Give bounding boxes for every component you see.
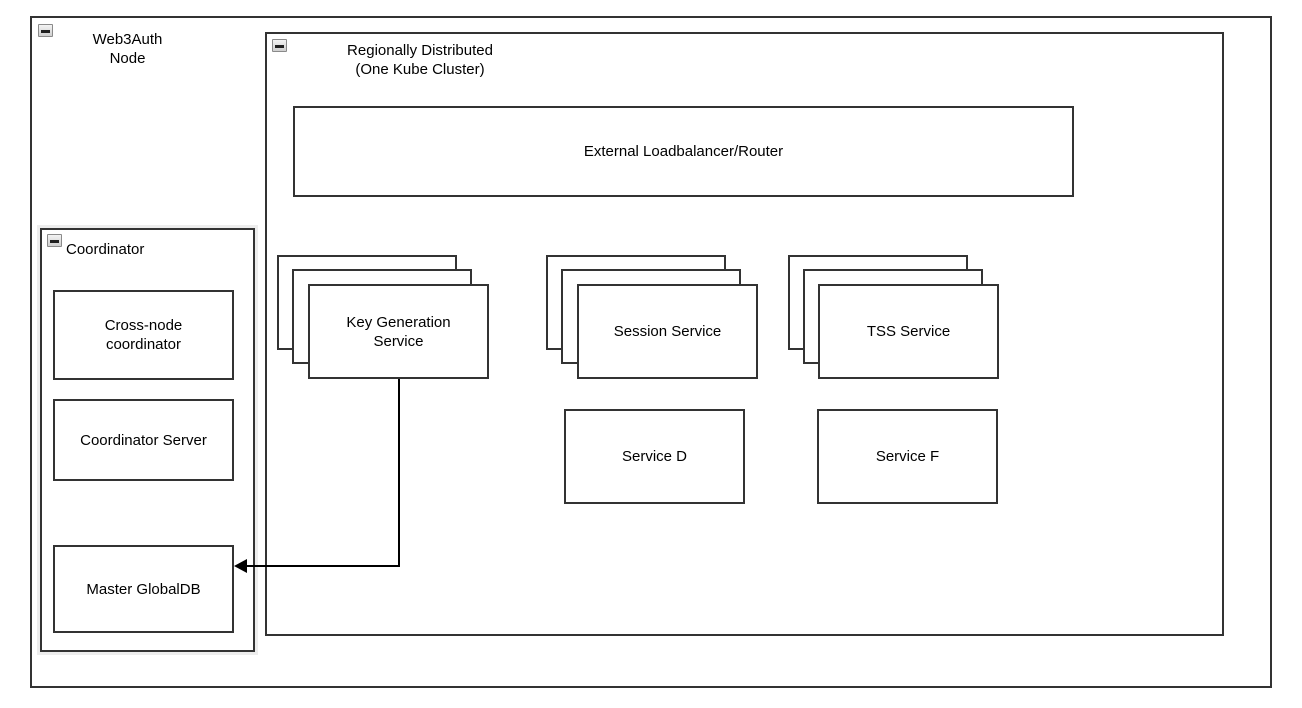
collapse-minus-icon-web3auth-node[interactable] bbox=[38, 24, 53, 37]
connector-segment-vertical bbox=[398, 379, 400, 567]
shape-key-generation-service[interactable] bbox=[308, 284, 489, 379]
shape-cross-node-coordinator[interactable] bbox=[53, 290, 234, 380]
shape-coordinator-server[interactable] bbox=[53, 399, 234, 481]
connector-segment-horizontal bbox=[246, 565, 400, 567]
shape-tss-service[interactable] bbox=[818, 284, 999, 379]
container-label-regionally-distributed: Regionally Distributed (One Kube Cluster… bbox=[347, 42, 493, 78]
shape-session-service[interactable] bbox=[577, 284, 758, 379]
shape-master-globaldb[interactable] bbox=[53, 545, 234, 633]
shape-service-d[interactable] bbox=[564, 409, 745, 504]
connector-arrowhead-icon bbox=[234, 559, 247, 573]
container-label-coordinator: Coordinator bbox=[66, 241, 145, 258]
shape-service-f[interactable] bbox=[817, 409, 998, 504]
collapse-minus-icon-regionally-distributed[interactable] bbox=[272, 39, 287, 52]
shape-external-loadbalancer[interactable] bbox=[293, 106, 1074, 197]
container-label-web3auth-node: Web3Auth Node bbox=[92, 31, 163, 67]
collapse-minus-icon-coordinator[interactable] bbox=[47, 234, 62, 247]
